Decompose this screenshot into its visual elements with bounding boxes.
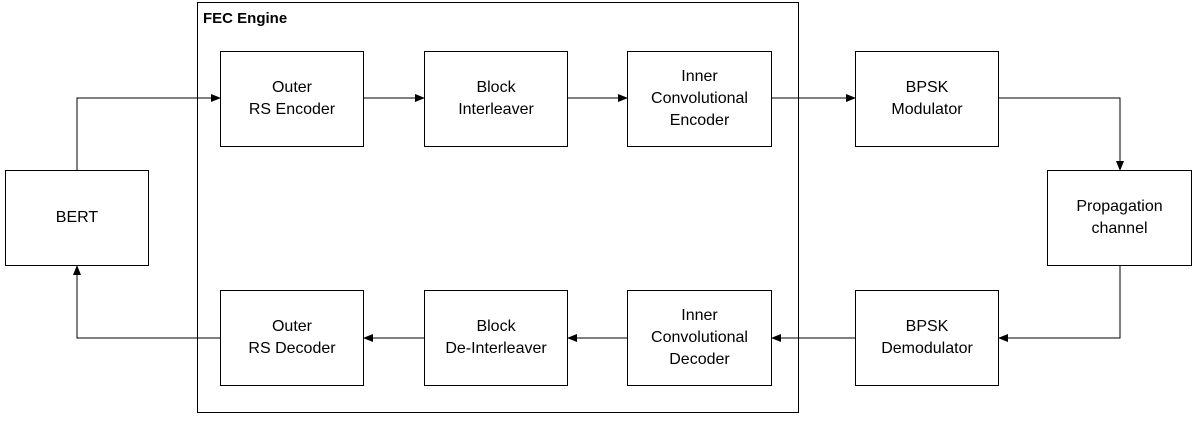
fec-engine-title: FEC Engine [203, 10, 288, 27]
block-deinterleaver-block: Block De-Interleaver [424, 290, 568, 386]
inner-conv-encoder-block: Inner Convolutional Encoder [627, 51, 772, 147]
arrow-modulator-to-channel [998, 97, 1124, 171]
fec-engine-container: FEC Engine [197, 2, 799, 413]
block-interleaver-block: Block Interleaver [424, 51, 568, 147]
bpsk-demodulator-label: BPSK Demodulator [881, 318, 973, 357]
outer-rs-encoder-block: Outer RS Encoder [220, 51, 364, 147]
propagation-channel-label: Propagation channel [1076, 198, 1163, 237]
inner-conv-decoder-label: Inner Convolutional Decoder [651, 307, 748, 368]
block-deinterleaver-label: Block De-Interleaver [445, 318, 547, 357]
arrow-bert-to-rs-encoder [76, 94, 221, 170]
propagation-channel-block: Propagation channel [1047, 170, 1192, 266]
outer-rs-decoder-block: Outer RS Decoder [220, 290, 364, 386]
bert-label: BERT [55, 209, 99, 226]
bpsk-modulator-label: BPSK Modulator [891, 79, 963, 118]
bert-block: BERT [5, 170, 149, 266]
inner-conv-decoder-block: Inner Convolutional Decoder [627, 290, 772, 386]
inner-conv-encoder-label: Inner Convolutional Encoder [651, 68, 748, 129]
outer-rs-encoder-label: Outer RS Encoder [248, 79, 336, 118]
outer-rs-decoder-label: Outer RS Decoder [248, 318, 336, 357]
arrow-channel-to-demodulator [998, 266, 1121, 342]
bpsk-demodulator-block: BPSK Demodulator [855, 290, 999, 386]
bpsk-modulator-block: BPSK Modulator [855, 51, 999, 147]
arrow-rs-decoder-to-bert [73, 265, 220, 339]
block-interleaver-label: Block Interleaver [458, 79, 534, 118]
